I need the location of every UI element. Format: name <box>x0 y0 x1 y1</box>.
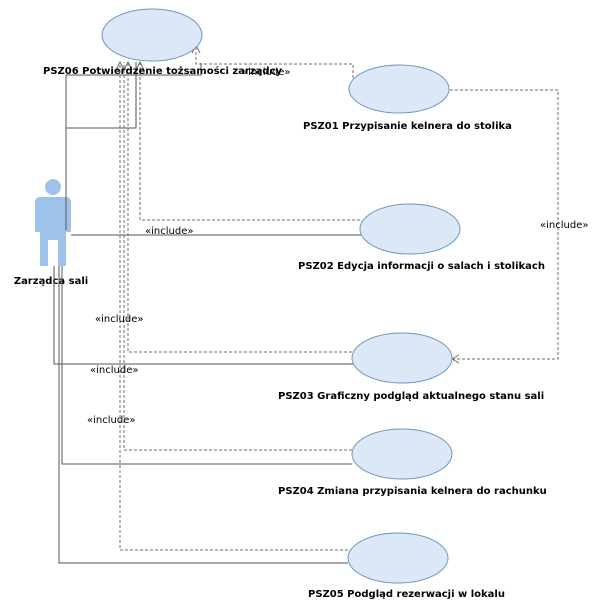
include-psz01-psz03 <box>450 89 559 360</box>
arrowhead-psz06-a-icon <box>115 60 125 71</box>
use-case-psz05[interactable]: PSZ05 Podgląd rezerwacji w lokalu <box>308 532 505 600</box>
association-psz05 <box>58 266 348 564</box>
actor-body-icon <box>35 197 71 266</box>
include-label-psz02-psz06: «include» <box>145 226 193 237</box>
include-labels: «include» «include» «include» «include» … <box>87 67 588 426</box>
actor-zarzadca-sali[interactable]: Zarządca sali <box>14 179 88 287</box>
use-case-psz02-ellipse <box>359 203 461 255</box>
include-label-psz03-psz06: «include» <box>95 314 143 325</box>
actor-head <box>45 179 61 195</box>
include-label-psz04-psz06: «include» <box>90 365 138 376</box>
use-case-psz03-label: PSZ03 Graficzny podgląd aktualnego stanu… <box>278 391 544 402</box>
use-case-psz01-label: PSZ01 Przypisanie kelnera do stolika <box>303 121 512 132</box>
include-label-psz01-psz06: «include» <box>242 67 290 78</box>
arrowhead-psz06-b-icon <box>123 60 133 71</box>
use-case-psz03-ellipse <box>351 332 453 384</box>
include-psz04-psz06 <box>123 62 352 451</box>
include-psz03-psz06 <box>127 62 352 353</box>
association-psz03 <box>53 266 354 365</box>
association-psz04 <box>61 266 352 465</box>
include-label-psz01-psz03: «include» <box>540 220 588 231</box>
use-case-psz01-ellipse <box>348 64 450 114</box>
arrowhead-psz06-c-icon <box>135 60 145 71</box>
include-label-psz05-psz06: «include» <box>87 415 135 426</box>
use-case-psz06-label: PSZ06 Potwierdzenie tożsamości zarządcy <box>43 65 283 77</box>
use-case-psz03[interactable]: PSZ03 Graficzny podgląd aktualnego stanu… <box>278 332 544 402</box>
associations <box>53 62 361 564</box>
include-psz05-psz06 <box>119 62 348 551</box>
use-case-psz05-label: PSZ05 Podgląd rezerwacji w lokalu <box>308 589 505 600</box>
use-case-psz04-ellipse <box>351 428 453 480</box>
use-case-psz06-ellipse <box>101 8 203 62</box>
association-psz01 <box>65 63 202 230</box>
actor-label: Zarządca sali <box>14 276 88 287</box>
use-case-psz04[interactable]: PSZ04 Zmiana przypisania kelnera do rach… <box>278 428 547 497</box>
use-case-psz05-ellipse <box>347 532 449 584</box>
include-psz01-psz06 <box>195 45 354 83</box>
use-case-psz02[interactable]: PSZ02 Edycja informacji o salach i stoli… <box>298 203 545 272</box>
use-case-psz02-label: PSZ02 Edycja informacji o salach i stoli… <box>298 261 545 272</box>
include-psz02-psz06 <box>139 62 360 221</box>
use-case-psz04-label: PSZ04 Zmiana przypisania kelnera do rach… <box>278 486 547 497</box>
use-case-psz01[interactable]: PSZ01 Przypisanie kelnera do stolika <box>303 64 512 132</box>
association-psz06 <box>65 62 137 230</box>
use-case-psz06[interactable]: PSZ06 Potwierdzenie tożsamości zarządcy <box>43 8 283 77</box>
